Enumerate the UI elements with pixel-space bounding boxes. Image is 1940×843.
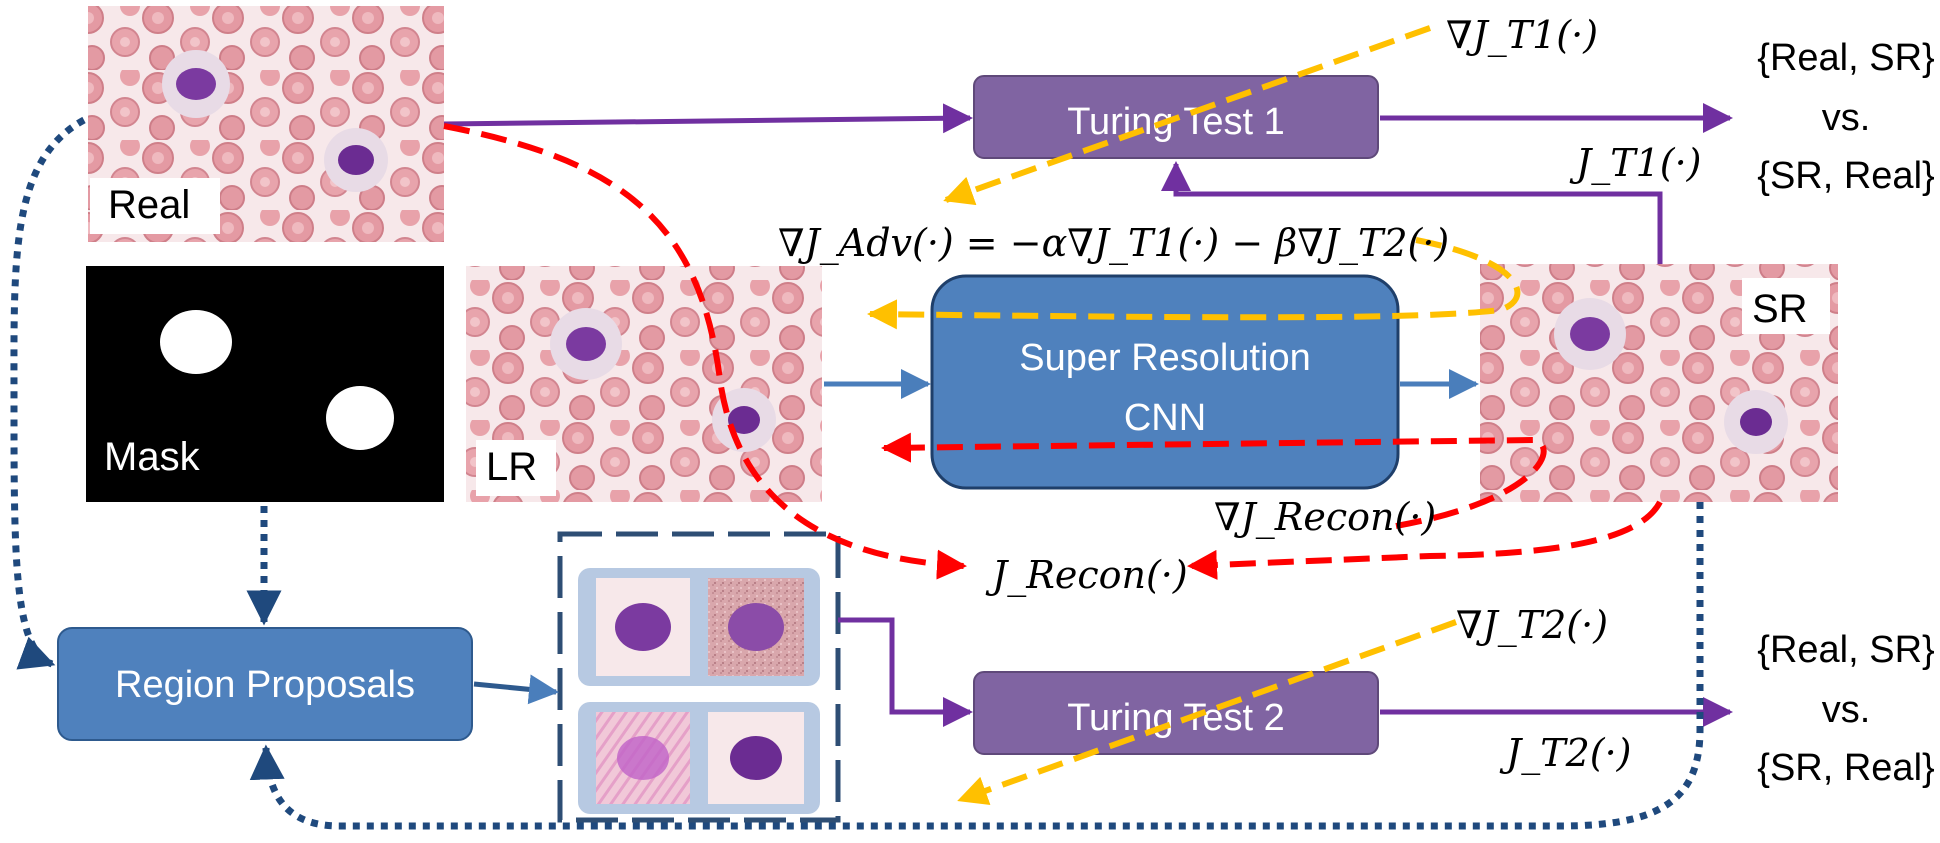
neutrophil-icon [1724, 390, 1788, 454]
bottom-output-line3: {SR, Real} [1757, 747, 1934, 789]
jrecon-label: J_Recon(·) [985, 553, 1188, 598]
neutrophil-icon [1554, 298, 1626, 370]
region-to-patches-arrow [473, 674, 559, 705]
mask-label: Mask [104, 435, 201, 479]
bottom-output-line2: vs. [1822, 689, 1871, 731]
grad-jadv-arrow [867, 237, 1521, 330]
lr-label: LR [486, 445, 537, 489]
bottom-output-line1: {Real, SR} [1757, 629, 1934, 671]
top-output-line2: vs. [1822, 97, 1871, 139]
patch-group [557, 531, 841, 823]
jt2-label: J_T2(·) [1499, 731, 1632, 776]
real-label-bg [90, 178, 220, 234]
grad-jt1-arrow [943, 25, 1432, 206]
mask-image: Mask [86, 266, 444, 502]
neutrophil-icon [162, 50, 230, 118]
real-label: Real [108, 183, 190, 227]
top-output-line1: {Real, SR} [1757, 37, 1934, 79]
sr-to-jrecon-arrow [1187, 500, 1663, 580]
neutrophil-icon [712, 388, 776, 452]
jt1-label: J_T1(·) [1569, 141, 1702, 186]
top-output-line3: {SR, Real} [1757, 155, 1934, 197]
sr-cnn-box [930, 274, 1400, 490]
grad-jrecon-label: ∇J_Recon(·) [1214, 495, 1436, 540]
real-to-region-arrow [10, 116, 86, 670]
sr-label: SR [1752, 287, 1808, 331]
region-proposals-box [57, 627, 473, 741]
sr-cnn-label-line1: Super Resolution [1019, 337, 1311, 379]
grad-jt2-label: ∇J_T2(·) [1456, 603, 1608, 648]
neutrophil-icon [324, 128, 388, 192]
real-image: Real [88, 6, 444, 242]
turing-test-2-box [973, 671, 1379, 755]
sr-to-turing1-arrow [1161, 161, 1663, 264]
grad-recon-backprop-arrow [881, 432, 1547, 529]
grad-jadv-label: ∇J_Adv(·) = −α∇J_T1(·) − β∇J_T2(·) [778, 221, 1449, 266]
grad-jt1-label: ∇J_T1(·) [1446, 13, 1598, 58]
region-proposals-label: Region Proposals [115, 664, 415, 706]
patches-to-turing2-arrow [838, 617, 973, 727]
turing-test-2-label: Turing Test 2 [1067, 697, 1285, 739]
neutrophil-icon [550, 308, 622, 380]
grad-jt2-arrow [957, 619, 1458, 805]
turing-test-1-label: Turing Test 1 [1067, 101, 1285, 143]
sr-cnn-label-line2: CNN [1124, 397, 1206, 439]
sr-to-region-arrow [249, 502, 1704, 830]
lr-image: LR [466, 266, 822, 502]
real-to-turing1-arrow [443, 103, 973, 134]
